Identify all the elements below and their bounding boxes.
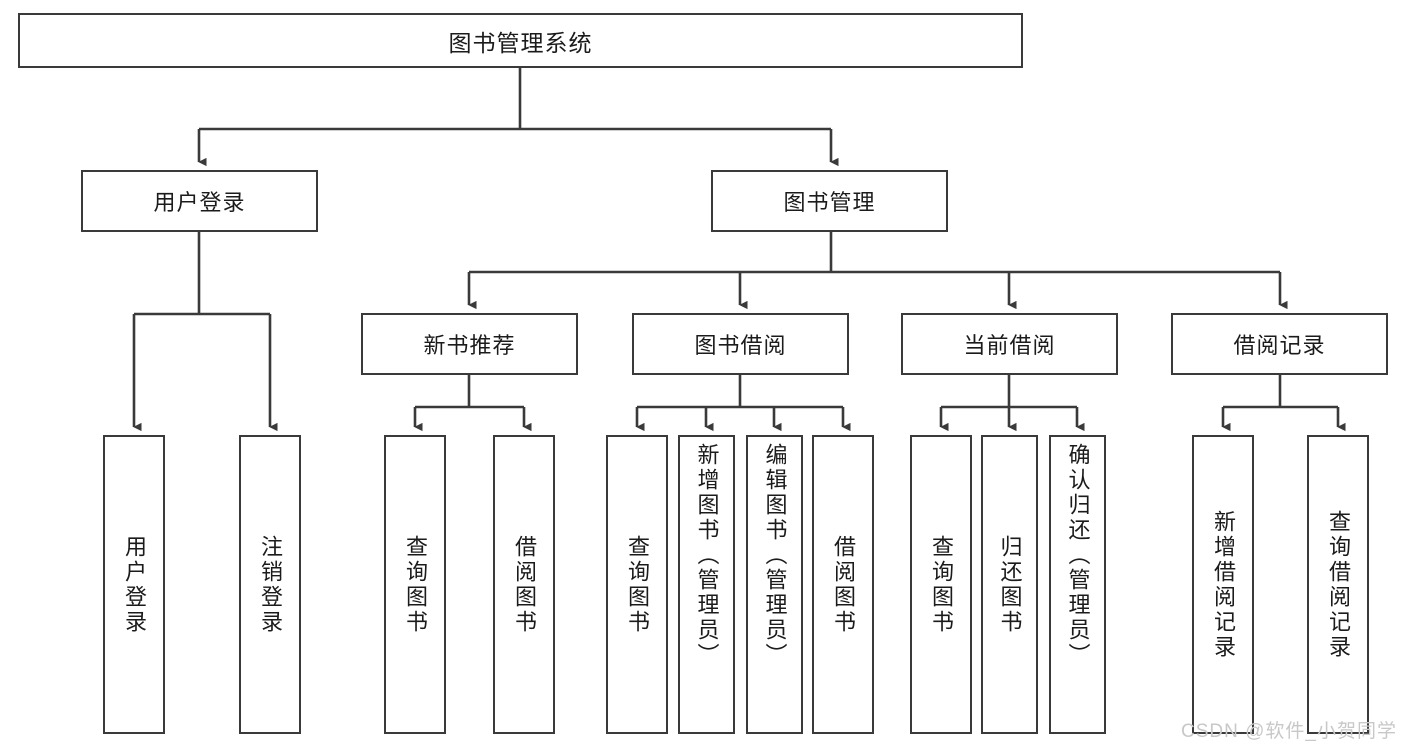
node-book-management[interactable]: 图书管理 xyxy=(711,170,948,232)
leaf-confirm-return-admin[interactable]: 确认归还（管理员） xyxy=(1049,435,1106,734)
leaf-add-borrow-record[interactable]: 新增借阅记录 xyxy=(1192,435,1254,734)
leaf-add-book-admin[interactable]: 新增图书（管理员） xyxy=(678,435,735,734)
leaf-borrow-book-recommend[interactable]: 借阅图书 xyxy=(493,435,555,734)
leaf-query-borrow-record[interactable]: 查询借阅记录 xyxy=(1307,435,1369,734)
node-user-login[interactable]: 用户登录 xyxy=(81,170,318,232)
node-root[interactable]: 图书管理系统 xyxy=(18,13,1023,68)
leaf-query-book-current[interactable]: 查询图书 xyxy=(910,435,972,734)
node-book-borrow[interactable]: 图书借阅 xyxy=(632,313,849,375)
node-borrow-record[interactable]: 借阅记录 xyxy=(1171,313,1388,375)
node-current-borrow[interactable]: 当前借阅 xyxy=(901,313,1118,375)
leaf-query-book-borrow[interactable]: 查询图书 xyxy=(606,435,668,734)
leaf-return-book[interactable]: 归还图书 xyxy=(981,435,1038,734)
leaf-user-login[interactable]: 用户登录 xyxy=(103,435,165,734)
node-new-book-recommend[interactable]: 新书推荐 xyxy=(361,313,578,375)
watermark: CSDN @软件_小贺同学 xyxy=(1181,721,1397,742)
leaf-borrow-book[interactable]: 借阅图书 xyxy=(812,435,874,734)
leaf-query-book-recommend[interactable]: 查询图书 xyxy=(384,435,446,734)
leaf-logout[interactable]: 注销登录 xyxy=(239,435,301,734)
leaf-edit-book-admin[interactable]: 编辑图书（管理员） xyxy=(746,435,803,734)
